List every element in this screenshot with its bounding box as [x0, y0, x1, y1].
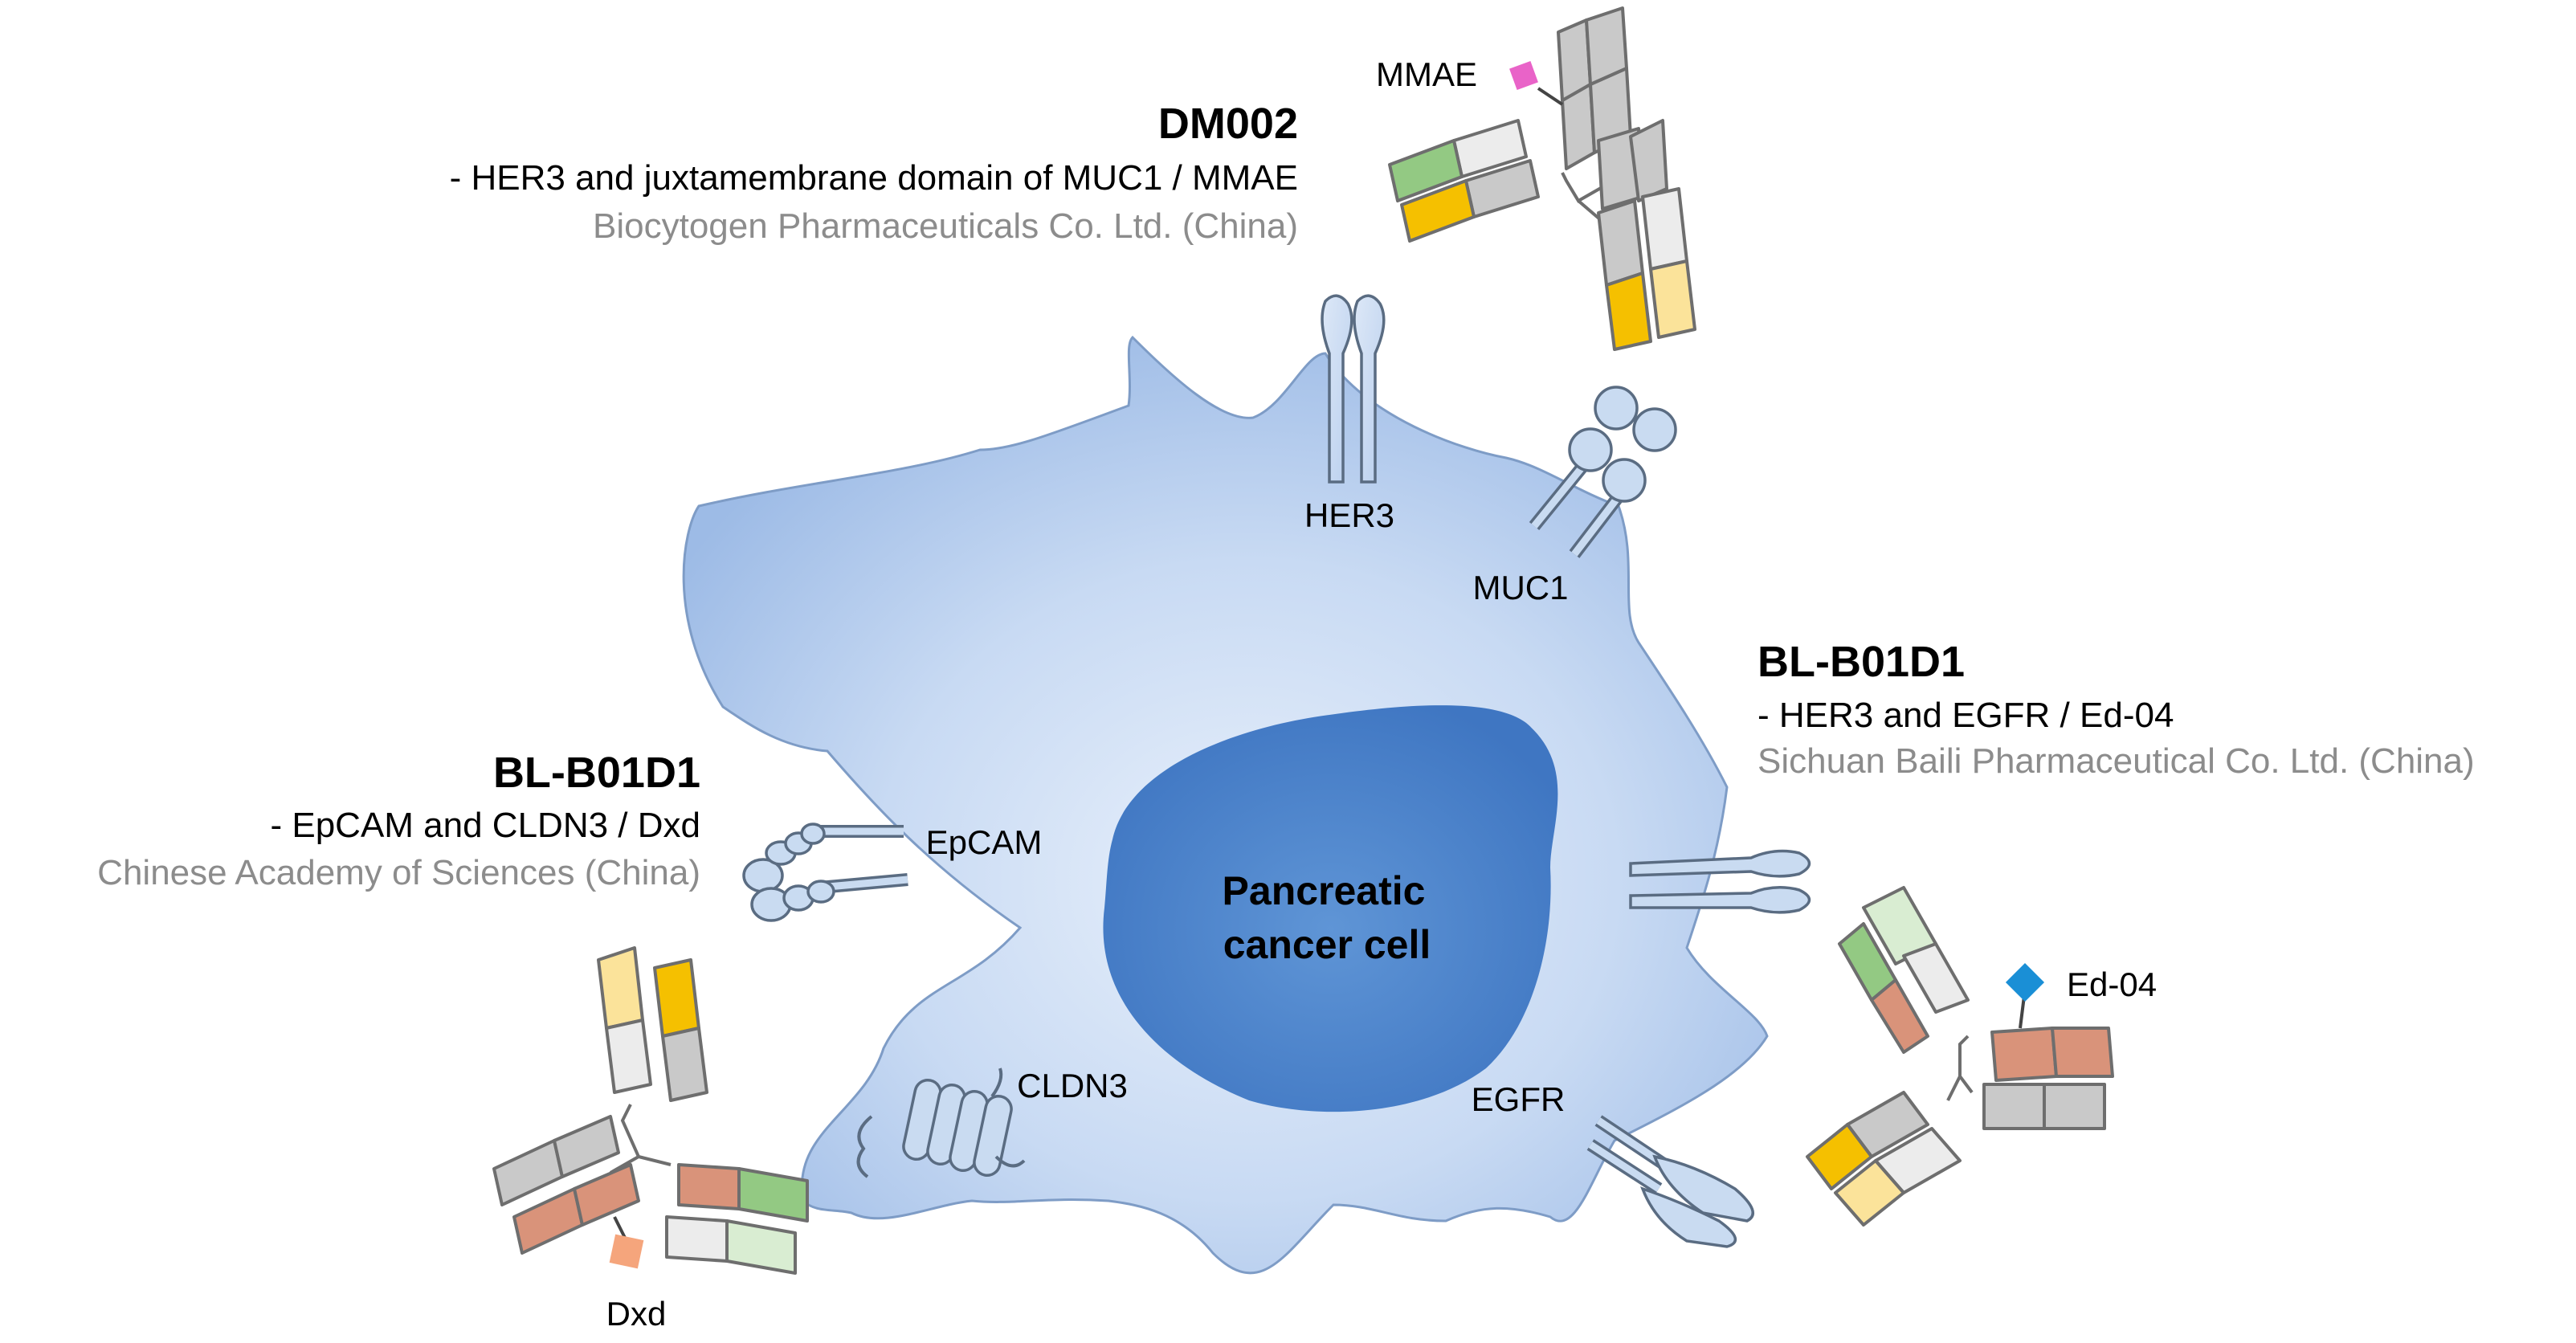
- epcam-label: EpCAM: [926, 823, 1043, 861]
- egfr-extra-receptor: [1629, 849, 1811, 914]
- adc-left-targets: - EpCAM and CLDN3 / Dxd: [270, 806, 700, 845]
- adc-left-name: BL-B01D1: [493, 749, 700, 797]
- ed04-label: Ed-04: [2067, 965, 2157, 1003]
- adc-top-name: DM002: [1158, 100, 1298, 148]
- dxd-payload: [609, 1234, 644, 1269]
- nucleus: [1103, 705, 1558, 1112]
- epcam-receptor: [742, 823, 908, 922]
- cldn3-label: CLDN3: [1017, 1067, 1128, 1104]
- adc-right-company: Sichuan Baili Pharmaceutical Co. Ltd. (C…: [1757, 741, 2475, 781]
- muc1-label: MUC1: [1472, 569, 1568, 606]
- dxd-label: Dxd: [606, 1295, 667, 1333]
- her3-label: HER3: [1304, 496, 1394, 534]
- muc1-receptor: [1529, 386, 1677, 558]
- adc-top-company: Biocytogen Pharmaceuticals Co. Ltd. (Chi…: [593, 206, 1298, 246]
- cldn3-receptor: [856, 1067, 1026, 1178]
- ed04-payload: [2005, 962, 2045, 1002]
- mmae-label: MMAE: [1376, 55, 1477, 93]
- adc-left-company: Chinese Academy of Sciences (China): [97, 853, 700, 892]
- egfr-receptor: [1586, 1115, 1754, 1248]
- adc-right-antibody: [1806, 886, 2114, 1227]
- adc-left-antibody: [492, 946, 809, 1275]
- egfr-label: EGFR: [1472, 1080, 1566, 1118]
- adc-top-targets: - HER3 and juxtamembrane domain of MUC1 …: [450, 158, 1298, 198]
- adc-top-antibody: [1388, 6, 1696, 351]
- nucleus-label-line1: Pancreatic: [1223, 868, 1426, 913]
- adc-right-name: BL-B01D1: [1757, 638, 1965, 686]
- adc-right-targets: - HER3 and EGFR / Ed-04: [1757, 696, 2174, 735]
- nucleus-label-line2: cancer cell: [1223, 922, 1431, 967]
- her3-receptor: [1321, 294, 1386, 484]
- mmae-payload: [1509, 61, 1538, 90]
